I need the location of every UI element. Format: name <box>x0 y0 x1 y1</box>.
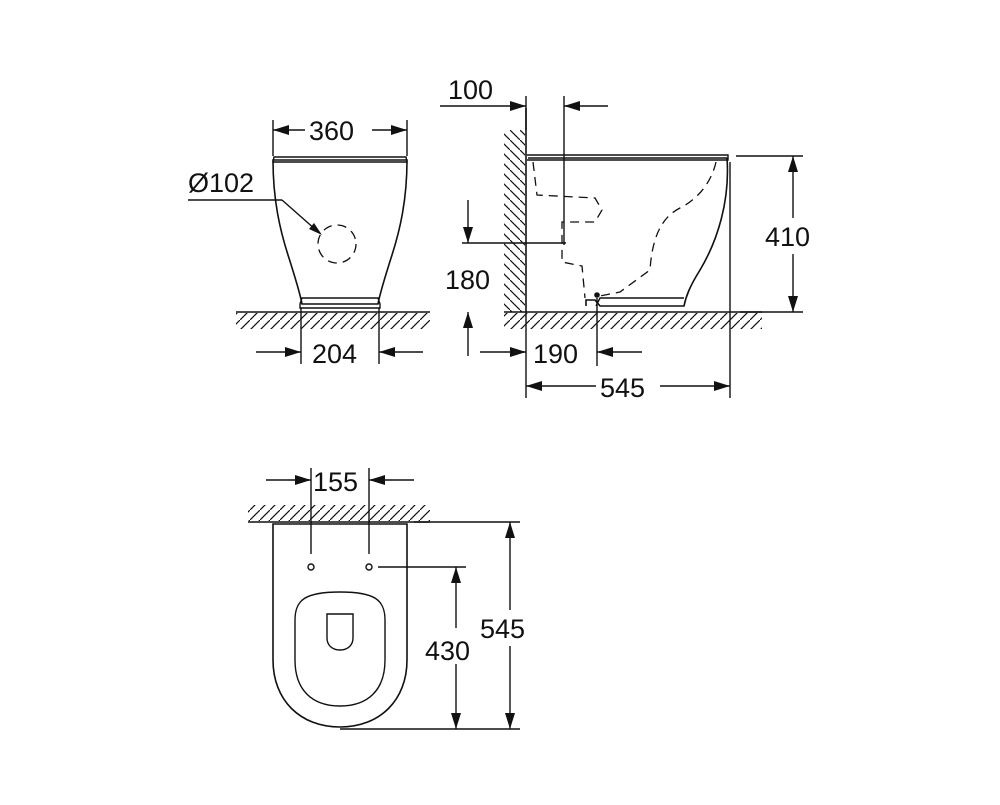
foot-arrow-left <box>285 347 301 357</box>
front-foot <box>299 297 381 309</box>
front-view: Ø102 360 204 <box>188 116 430 369</box>
side-trap-outer <box>599 161 717 297</box>
diameter-arrow <box>309 223 322 235</box>
fixing-arrow-right <box>597 347 613 357</box>
outlet-height-arrow-top <box>463 227 473 243</box>
top-bowl-rim <box>294 591 386 707</box>
side-fixing-point <box>594 292 600 298</box>
foot-arrow-right <box>379 347 395 357</box>
front-width-label: 360 <box>309 116 354 146</box>
side-foot-line <box>595 297 684 307</box>
side-view: 100 180 190 545 410 <box>440 75 810 403</box>
height-arrow-top <box>788 156 798 172</box>
outlet-height-label: 180 <box>445 265 490 295</box>
side-depth-label: 545 <box>600 373 645 403</box>
front-foot-width-label: 204 <box>312 339 357 369</box>
top-bowl-outlet <box>326 613 354 651</box>
outlet-height-arrow-bottom <box>463 312 473 328</box>
front-dist-arrow-top <box>451 567 461 583</box>
width-arrow-right <box>391 125 407 135</box>
side-seat-lid <box>527 154 729 161</box>
wall-offset-label: 100 <box>448 75 493 105</box>
top-depth-arrow-top <box>505 522 515 538</box>
side-trap-inner <box>532 161 603 299</box>
fixing-hole-left <box>307 563 315 571</box>
side-floor-hatch <box>504 313 762 329</box>
wall-offset-arrow-left <box>510 101 526 111</box>
depth-arrow-left <box>526 381 542 391</box>
spacing-arrow-left <box>295 475 311 485</box>
fixing-arrow-left <box>510 347 526 357</box>
outlet-circle <box>317 224 357 264</box>
front-dist-arrow-bottom <box>451 713 461 729</box>
depth-arrow-right <box>714 381 730 391</box>
spacing-arrow-right <box>369 475 385 485</box>
side-wall-hatch <box>504 130 525 312</box>
wall-offset-arrow-right <box>564 101 580 111</box>
top-wall-hatch <box>248 505 430 521</box>
top-depth-arrow-bottom <box>505 713 515 729</box>
width-arrow-left <box>273 125 289 135</box>
front-bowl-outline <box>272 159 408 305</box>
side-bowl-outline <box>528 157 729 307</box>
fixing-hole-right <box>365 563 373 571</box>
fixing-to-front-label: 430 <box>425 636 470 666</box>
front-seat-lid <box>272 156 408 163</box>
height-arrow-bottom <box>788 296 798 312</box>
side-height-label: 410 <box>765 222 810 252</box>
fixing-spacing-label: 155 <box>313 467 358 497</box>
front-floor-hatch <box>236 313 430 329</box>
top-depth-label: 545 <box>480 614 525 644</box>
fixing-distance-label: 190 <box>533 339 578 369</box>
diameter-leader-d <box>281 199 317 231</box>
top-bowl-outline <box>272 523 408 728</box>
top-view: 155 430 545 <box>248 467 525 730</box>
outlet-diameter-label: Ø102 <box>188 168 254 198</box>
